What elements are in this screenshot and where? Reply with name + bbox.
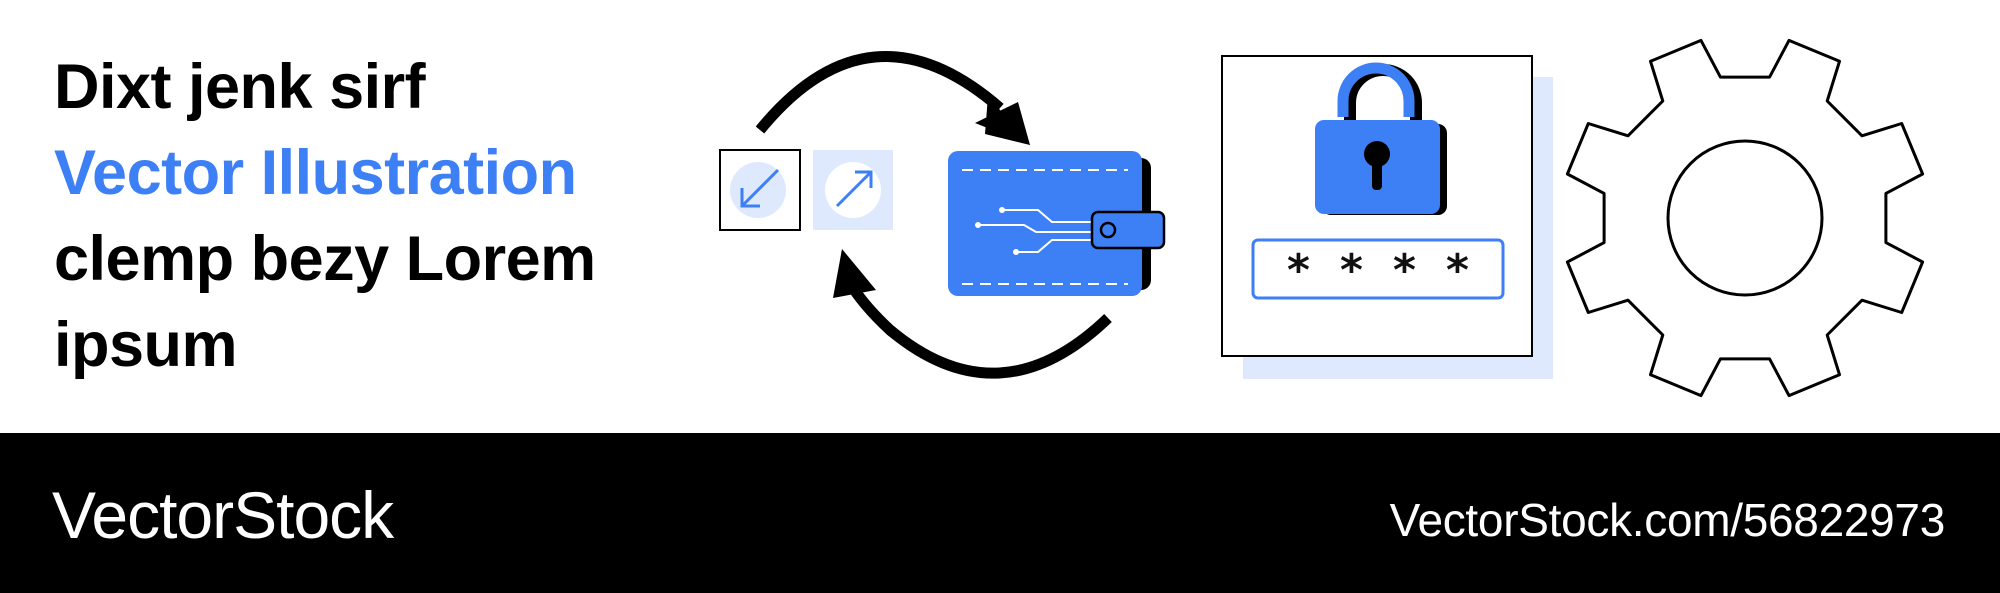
wallet-icon — [948, 151, 1166, 296]
arrow-out-icon — [813, 150, 893, 230]
password-field[interactable]: * * * * — [0, 0, 2000, 433]
headline-line-2: Vector Illustration — [54, 138, 577, 208]
footer-bar: VectorStock VectorStock.com/56822973 — [0, 433, 2000, 593]
password-field-value: * * * * — [1285, 245, 1470, 296]
brand-logo: VectorStock — [52, 478, 394, 552]
arrows-cycle-icon — [755, 51, 1112, 379]
gear-icon — [1565, 38, 1925, 398]
headline: Dixt jenk sirf Vector Illustration clemp… — [54, 44, 596, 388]
arrow-in-icon — [719, 149, 801, 231]
illustration-graphics — [719, 51, 1553, 379]
illustration-area: Dixt jenk sirf Vector Illustration clemp… — [0, 0, 2000, 433]
headline-line-3: clemp bezy Lorem — [54, 224, 596, 294]
image-url: VectorStock.com/56822973 — [1389, 494, 1946, 546]
headline-line-4: ipsum — [54, 310, 238, 380]
padlock-icon — [1221, 55, 1553, 379]
headline-line-1: Dixt jenk sirf — [54, 52, 426, 122]
